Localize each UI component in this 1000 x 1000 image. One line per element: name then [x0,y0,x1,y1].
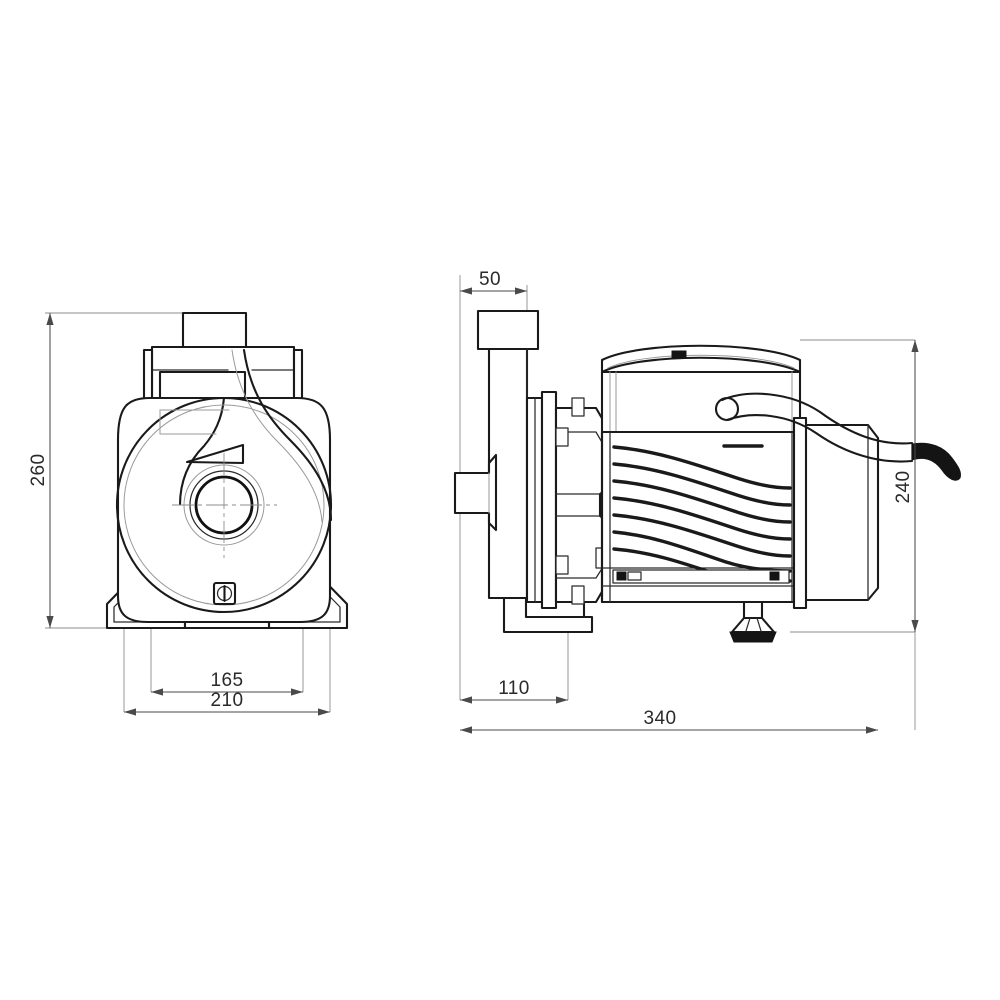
dim-arrow-340-right [866,726,878,734]
suction-nozzle-stub [453,453,498,532]
bracket-bolt-pad-bottom-b [555,555,569,575]
side-power-cable-assembly [714,392,961,481]
bracket-bolt-pad-top-b [555,427,569,447]
dim-text-260: 260 [28,454,49,487]
casing-outer-body [116,396,332,624]
side-view-dimensions: 50 240 110 340 [460,269,919,734]
dim-arrow-50-right [515,287,527,295]
volute-scroll-outer [242,348,333,522]
dimension-width-210: 210 [124,690,330,716]
dim-arrow-240-bottom [911,620,919,632]
dimension-height-240: 240 [893,340,919,632]
support-foot-stem [742,600,764,620]
bracket-bolt-pad-top-a [571,397,585,417]
dim-text-340: 340 [644,708,677,729]
dim-text-240: 240 [893,471,914,504]
side-view: 50 240 110 340 [453,269,961,734]
front-view-dimensions: 260 165 210 [28,313,330,716]
dim-arrow-165-right [291,688,303,696]
front-impeller-bore [172,453,277,558]
dim-text-210: 210 [211,690,244,711]
side-motor-top-cover [600,344,802,434]
terminal-end-bell-body [798,423,880,602]
end-bell-collar [792,416,808,610]
power-cable-top-edge [720,392,914,445]
cooling-fin-4 [612,496,792,541]
volute-scroll-inner [231,349,323,523]
side-terminal-end-bell [792,416,880,610]
power-cable-bottom-edge [725,414,914,463]
front-casing [115,348,333,624]
dim-arrow-340-left [460,726,472,734]
terminal-screw-left [616,571,627,581]
discharge-collar-rib-right [292,348,304,401]
cable-plug-tip [911,442,961,481]
support-foot-pad [729,631,777,643]
suction-inlet-flange [476,309,540,351]
dim-arrow-50-left [460,287,472,295]
dim-text-110: 110 [498,678,530,699]
dim-arrow-260-bottom [46,616,54,628]
dim-arrow-110-right [556,696,568,704]
dim-arrow-210-left [124,708,136,716]
top-inlet-flange [181,311,248,349]
dimension-depth-110: 110 [460,678,568,704]
motor-top-cover-band [600,370,802,434]
dim-text-50: 50 [479,269,501,290]
dim-arrow-240-top [911,340,919,352]
support-foot-rib-a [745,617,751,632]
casing-ledge-lower [159,409,217,435]
side-casing-flange [525,390,558,610]
dimension-length-340: 340 [460,708,878,734]
cooling-fin-2 [612,462,792,507]
volute-casing-outer-circle [115,396,333,614]
dim-arrow-110-left [460,696,472,704]
rotation-arrow-icon [185,443,245,465]
terminal-block-left [627,571,642,581]
terminal-strip-body [612,569,790,584]
support-foot-rib-b [756,617,762,632]
cooling-fin-3 [612,479,792,524]
front-drain-plug [212,581,237,606]
dim-arrow-165-left [151,688,163,696]
volute-tongue-left [178,397,226,506]
dimension-height-260: 260 [28,313,54,628]
dim-arrow-210-right [318,708,330,716]
dimension-foot-span-165: 165 [151,670,303,696]
dimension-inlet-50: 50 [460,269,527,295]
terminal-screw-right [769,571,780,581]
casing-flange-plate-2 [540,390,558,610]
cooling-fin-5 [612,513,792,558]
motor-top-cover-arch-inner [607,354,795,369]
dim-arrow-260-top [46,313,54,325]
front-view: 260 165 210 [28,311,349,716]
dim-text-165: 165 [211,670,244,691]
discharge-collar-rib-left [142,348,154,401]
cooling-fin-1 [612,445,792,490]
bracket-bolt-pad-bottom-a [571,585,585,605]
motor-nameplate-tab [671,350,687,359]
motor-terminal-strip [612,569,790,584]
side-motor-support-foot [729,600,777,643]
